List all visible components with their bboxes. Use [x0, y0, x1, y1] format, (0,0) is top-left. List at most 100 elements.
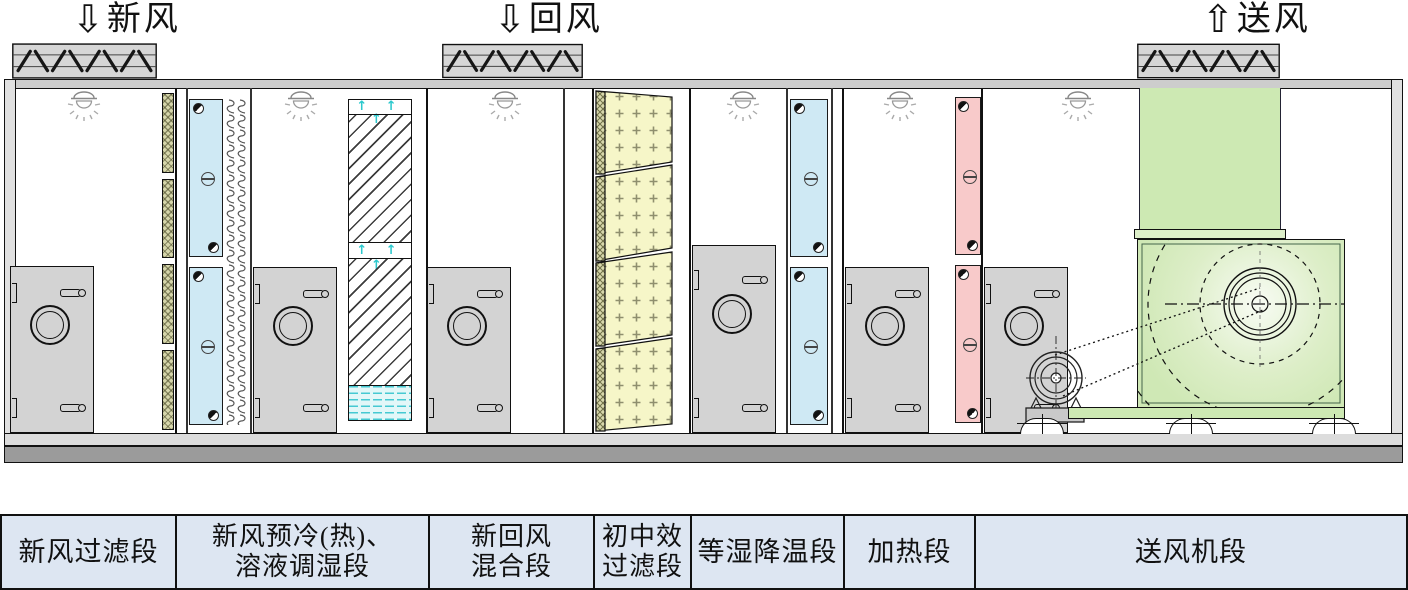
fan-foot: [1166, 414, 1216, 434]
section-label: 新风过滤段: [18, 537, 159, 567]
precool-coil-segment: [189, 267, 223, 425]
section-label-cell: 新风预冷(热)、 溶液调湿段: [177, 516, 430, 588]
up-arrow-icon: ⇧: [1202, 0, 1234, 41]
filter-rack-line: [563, 88, 565, 433]
duct-flange: [1134, 229, 1286, 239]
door-hinge: [429, 284, 434, 304]
cooling-coil-segment: [790, 267, 828, 425]
section-divider: [426, 88, 428, 433]
door-hinge: [986, 284, 991, 304]
door-porthole: [1004, 306, 1044, 346]
solution-packing-column: ↑ ↑ ↑ ↑ ↑ ↑: [348, 99, 412, 421]
solution-basin: [349, 385, 411, 420]
return-air-marker: ⇩ 回风: [494, 0, 603, 41]
section-label-cell: 初中效 过滤段: [595, 516, 692, 588]
access-door: [427, 267, 511, 433]
door-handle: [303, 404, 329, 412]
door-porthole: [447, 306, 487, 346]
door-hinge: [847, 398, 852, 418]
access-door: [253, 267, 337, 433]
section-label: 过滤段: [601, 552, 683, 581]
section-label: 混合段: [470, 552, 552, 581]
section-divider: [689, 88, 691, 433]
fan-base-rail: [1068, 407, 1345, 419]
door-handle: [1034, 290, 1060, 298]
door-handle: [477, 290, 503, 298]
door-hinge: [694, 398, 699, 418]
fresh-air-label: 新风: [106, 1, 181, 38]
supply-air-louver: [1137, 43, 1280, 79]
fan-foot: [1017, 414, 1067, 434]
section-label: 溶液调湿段: [234, 552, 370, 581]
down-arrow-icon: ⇩: [72, 0, 104, 41]
door-porthole: [273, 306, 313, 346]
section-label-cell: 新回风 混合段: [430, 516, 595, 588]
door-handle: [895, 404, 921, 412]
door-handle: [60, 289, 86, 297]
section-divider: [592, 88, 594, 433]
cabinet-base: [4, 446, 1403, 463]
door-handle: [742, 276, 768, 284]
door-handle: [60, 404, 86, 412]
return-air-louver: [442, 43, 583, 79]
packing-media: [349, 114, 411, 242]
fresh-air-filter-panel: [162, 264, 174, 344]
precool-coil-segment: [189, 99, 223, 257]
section-label-bar: 新风过滤段 新风预冷(热)、 溶液调湿段 新回风 混合段 初中效 过滤段 等湿降…: [0, 514, 1408, 590]
fan-housing: [1137, 239, 1345, 408]
wave-media: [226, 99, 248, 425]
section-label: 新风预冷(热)、: [211, 522, 394, 551]
fresh-air-marker: ⇩ 新风: [72, 0, 181, 41]
section-label: 初中效: [601, 522, 683, 551]
door-hinge: [694, 270, 699, 290]
lamp-icon: [1058, 90, 1098, 124]
fan-scroll: [1137, 239, 1345, 408]
bag-filter: [595, 90, 673, 432]
door-handle: [477, 404, 503, 412]
access-door: [692, 245, 776, 433]
door-hinge: [255, 284, 260, 304]
door-hinge: [429, 398, 434, 418]
door-porthole: [865, 306, 905, 346]
cabinet-right-wall: [1391, 79, 1403, 447]
section-label: 等湿降温段: [697, 537, 838, 567]
section-divider: [981, 88, 983, 433]
coil-rack-line: [250, 88, 252, 433]
return-air-label: 回风: [528, 1, 603, 38]
lamp-icon: [281, 90, 321, 124]
supply-air-marker: ⇧ 送风: [1202, 0, 1311, 41]
lamp-icon: [64, 90, 104, 124]
spray-arrows-icon: ↑ ↑ ↑: [349, 241, 411, 273]
fresh-air-filter-panel: [162, 179, 174, 258]
door-porthole: [712, 294, 752, 334]
section-label-cell: 新风过滤段: [2, 516, 177, 588]
access-door: [845, 267, 929, 433]
heating-coil-segment: [955, 265, 981, 423]
door-hinge: [986, 398, 991, 418]
fan-outlet-duct: [1139, 88, 1281, 230]
section-label: 送风机段: [1135, 537, 1247, 567]
door-porthole: [30, 305, 70, 345]
door-hinge: [255, 398, 260, 418]
spray-arrows-icon: ↑ ↑ ↑: [356, 99, 404, 126]
door-hinge: [12, 398, 17, 418]
down-arrow-icon: ⇩: [494, 0, 526, 41]
door-handle: [895, 290, 921, 298]
door-hinge: [12, 283, 17, 303]
fresh-air-louver: [12, 43, 157, 79]
section-divider: [842, 88, 844, 433]
section-label: 加热段: [867, 537, 952, 567]
coil-rack-line: [186, 88, 188, 433]
cooling-coil-segment: [790, 99, 828, 257]
door-hinge: [847, 284, 852, 304]
lamp-icon: [723, 90, 763, 124]
heating-coil-segment: [955, 97, 981, 255]
lamp-icon: [485, 90, 525, 124]
door-handle: [742, 404, 768, 412]
section-label-cell: 送风机段: [976, 516, 1406, 588]
door-handle: [303, 290, 329, 298]
coil-rack-line: [786, 88, 788, 433]
section-label-cell: 加热段: [845, 516, 976, 588]
supply-air-label: 送风: [1236, 1, 1311, 38]
